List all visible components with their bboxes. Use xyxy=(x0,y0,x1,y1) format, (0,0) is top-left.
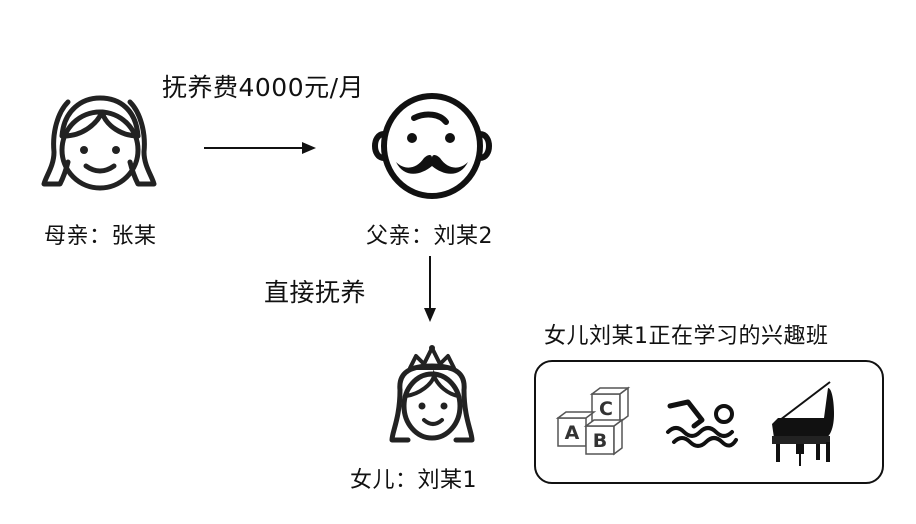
princess-girl-face-icon xyxy=(389,345,475,443)
activities-box xyxy=(534,360,884,484)
block-letter-a: A xyxy=(565,422,580,444)
alimony-label: 抚养费4000元/月 xyxy=(162,73,365,102)
daughter-label: 女儿：刘某1 xyxy=(350,468,477,493)
grand-piano-icon xyxy=(772,381,834,466)
block-letter-c: C xyxy=(599,398,613,420)
block-letter-b: B xyxy=(593,430,607,452)
activities-title: 女儿刘某1正在学习的兴趣班 xyxy=(544,324,829,349)
mustache-man-face-icon xyxy=(372,93,492,199)
arrow-mother-to-father xyxy=(204,142,316,154)
swimmer-icon xyxy=(666,399,738,448)
arrow-father-to-daughter xyxy=(424,256,436,322)
direct-custody-label: 直接抚养 xyxy=(264,278,367,307)
mother-label: 母亲：张某 xyxy=(44,224,157,249)
father-label: 父亲：刘某2 xyxy=(366,224,493,249)
abc-blocks-icon: A B C xyxy=(555,386,631,456)
woman-face-icon xyxy=(41,95,157,191)
